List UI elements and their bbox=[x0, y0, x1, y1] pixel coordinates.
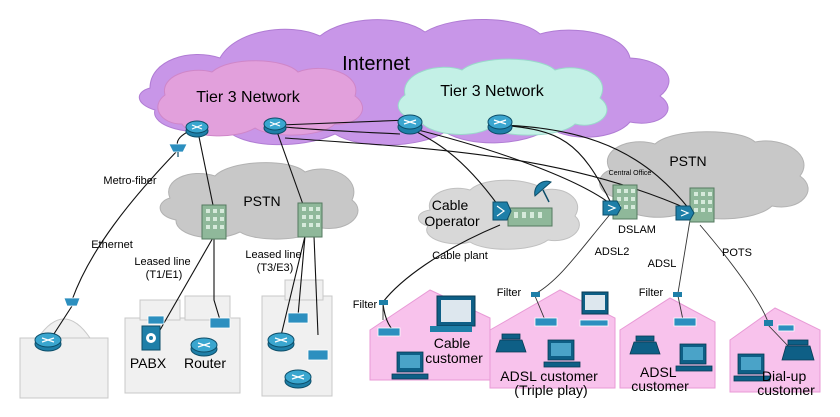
cable-operator-label: Cable Operator bbox=[424, 197, 480, 229]
tier3-right-label: Tier 3 Network bbox=[440, 83, 544, 100]
adsl-triple-label: ADSL customer (Triple play) bbox=[500, 368, 601, 398]
leased-line-t1-line-1: Leased line bbox=[134, 256, 190, 268]
leased-line-t1-line-2: (T1/E1) bbox=[146, 269, 183, 281]
adsl-modem-icon bbox=[673, 317, 697, 327]
cable-customer-line-1: Cable bbox=[434, 335, 471, 351]
dialup-modem-icon bbox=[777, 324, 795, 332]
router-icon-tier3-left-2 bbox=[263, 117, 287, 135]
office-router-icon-1 bbox=[267, 332, 295, 352]
router-icon-tier3-right-1 bbox=[397, 114, 423, 135]
adsl-triple-line-1: ADSL customer bbox=[500, 368, 598, 384]
cable-plant-label: Cable plant bbox=[432, 250, 488, 262]
cable-filter-icon bbox=[379, 300, 388, 305]
leased-line-t1-label: Leased line (T1/E1) bbox=[134, 256, 193, 281]
pabx-label: PABX bbox=[130, 355, 167, 371]
exchange-building-icon-left-1 bbox=[201, 204, 227, 240]
adsl-triple-line-2: (Triple play) bbox=[514, 382, 587, 398]
dslam-icon-2 bbox=[675, 205, 695, 221]
cable-customer-line-2: customer bbox=[425, 350, 483, 366]
cable-tv-icon bbox=[430, 295, 476, 332]
tier3-right-cloud bbox=[397, 58, 608, 136]
office-csu-dsu-icon-1 bbox=[287, 312, 309, 324]
adsl-customer-label: ADSL customer bbox=[631, 364, 689, 394]
router-label: Router bbox=[184, 355, 226, 371]
pots-label: POTS bbox=[722, 247, 752, 259]
cable-customer-label: Cable customer bbox=[425, 335, 483, 366]
adsl-pc-icon bbox=[675, 343, 713, 372]
adsl-customer-line-1: ADSL bbox=[640, 364, 677, 380]
cable-headend-icon bbox=[492, 201, 553, 227]
triple-tv-icon bbox=[581, 291, 609, 315]
leased-line-t3-line-2: (T3/E3) bbox=[257, 262, 294, 274]
pstn-left-label: PSTN bbox=[243, 193, 280, 209]
dslam-icon bbox=[602, 200, 622, 216]
triple-filter-icon bbox=[531, 292, 540, 297]
cable-operator-line-1: Cable bbox=[432, 197, 469, 213]
dialup-customer-line-1: Dial-up bbox=[762, 368, 807, 384]
triple-stb-icon bbox=[579, 319, 609, 327]
adsl-filter-icon bbox=[673, 292, 682, 297]
triple-phone-icon bbox=[495, 333, 527, 353]
filter-label-triple: Filter bbox=[497, 287, 522, 299]
filter-label-cable: Filter bbox=[353, 299, 378, 311]
metro-fiber-switch-icon bbox=[168, 143, 188, 157]
campus-router-icon bbox=[34, 332, 62, 352]
office-router-icon-2 bbox=[284, 369, 312, 389]
router-icon-tier3-left-1 bbox=[185, 120, 209, 138]
dialup-pc-icon bbox=[733, 353, 771, 382]
office-csu-dsu-icon-2 bbox=[307, 349, 329, 361]
metro-fiber-label: Metro-fiber bbox=[103, 175, 157, 187]
triple-pc-icon bbox=[543, 339, 581, 368]
pabx-icon bbox=[141, 325, 161, 351]
triple-modem-icon bbox=[534, 317, 558, 327]
pstn-right-label: PSTN bbox=[669, 153, 706, 169]
leased-line-t3-line-1: Leased line bbox=[245, 249, 301, 261]
internet-label: Internet bbox=[342, 53, 410, 75]
central-office-building-icon-2 bbox=[689, 187, 715, 223]
adsl-phone-icon bbox=[629, 335, 661, 355]
ethernet-label: Ethernet bbox=[91, 239, 133, 251]
ethernet-switch-icon bbox=[63, 297, 81, 307]
exchange-building-icon-left-2 bbox=[297, 202, 323, 238]
dialup-customer-line-2: customer bbox=[757, 382, 815, 398]
campus-building-ghost bbox=[19, 318, 109, 399]
dialup-customer-label: Dial-up customer bbox=[757, 368, 815, 398]
enterprise-router-icon bbox=[190, 337, 218, 357]
satellite-dish-icon bbox=[534, 180, 552, 203]
adsl-label: ADSL bbox=[648, 258, 677, 270]
cable-operator-line-2: Operator bbox=[424, 213, 480, 229]
tier3-left-label: Tier 3 Network bbox=[196, 89, 300, 106]
router-icon-tier3-right-2 bbox=[487, 114, 513, 135]
adsl2-label: ADSL2 bbox=[595, 246, 630, 258]
cable-pc-icon bbox=[391, 351, 429, 380]
dialup-phone-icon bbox=[781, 339, 815, 361]
filter-label-adsl: Filter bbox=[639, 287, 664, 299]
adsl-customer-line-2: customer bbox=[631, 378, 689, 394]
dialup-jack-icon bbox=[764, 320, 773, 326]
pabx-switch-icon bbox=[147, 315, 165, 325]
central-office-label: Central Office bbox=[609, 170, 652, 177]
csu-dsu-icon bbox=[209, 317, 231, 329]
cable-modem-icon bbox=[377, 327, 401, 337]
dslam-label: DSLAM bbox=[618, 224, 656, 236]
leased-line-t3-label: Leased line (T3/E3) bbox=[245, 249, 304, 274]
